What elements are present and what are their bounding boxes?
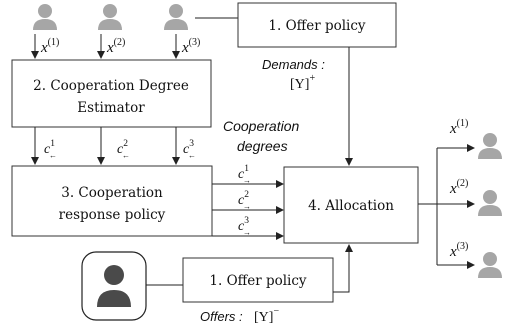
c3-left-label: c3← [183,139,196,160]
person-body-icon [478,267,502,278]
agent-top-3 [164,4,188,30]
offers-label: Offers : [200,309,243,324]
person-icon [483,190,497,204]
self-agent-frame [81,251,147,321]
coop-degrees-line1: Cooperation [223,118,299,134]
person-body-icon [164,19,188,30]
person-icon [169,4,183,18]
x2-out-label: x(2) [449,178,468,197]
coop-response-line2: response policy [59,207,166,223]
offer-policy-bottom-label: 1. Offer policy [209,273,307,289]
offer-policy-bottom-box [182,257,334,303]
c1-left-label: c1← [44,139,57,160]
person-body-icon [98,19,122,30]
x1-top-label: x(1) [40,37,59,56]
offer-policy-top-box [237,2,397,48]
offers-math: [Y]− [254,306,279,325]
coop-response-box [11,165,213,237]
agent-top-1 [33,4,57,30]
x2-top-label: x(2) [106,37,125,56]
agent-out-2 [478,190,502,216]
person-body-icon [478,148,502,159]
person-icon [103,4,117,18]
coop-estimator-box [11,59,212,128]
self-agent [97,265,131,307]
coop-estimator-line2: Estimator [77,100,145,116]
coop-estimator-line1: 2. Cooperation Degree [33,78,189,94]
c1-right-label: c1→ [238,164,251,185]
agent-out-3 [478,252,502,278]
x3-out-label: x(3) [449,241,468,260]
c2-left-label: c2← [117,139,130,160]
x3-top-label: x(3) [181,37,200,56]
demands-label: Demands : [262,57,325,72]
c2-right-label: c2→ [238,190,251,211]
coop-degrees-line2: degrees [237,138,288,154]
person-body-icon [97,290,131,307]
bottom-offer-to-allocation-arrow [333,244,353,293]
allocation-label: 4. Allocation [308,198,394,214]
person-body-icon [478,205,502,216]
person-body-icon [33,19,57,30]
person-icon [483,133,497,147]
offer-policy-top-label: 1. Offer policy [268,18,366,34]
demands-math: [Y]+ [290,73,315,92]
agent-out-1 [478,133,502,159]
x1-out-label: x(1) [449,118,468,137]
c3-right-label: c3→ [238,216,251,237]
coop-response-line1: 3. Cooperation [61,185,163,201]
agent-top-2 [98,4,122,30]
person-icon [38,4,52,18]
person-icon [483,252,497,266]
person-icon [104,265,124,285]
allocation-box [283,166,419,244]
